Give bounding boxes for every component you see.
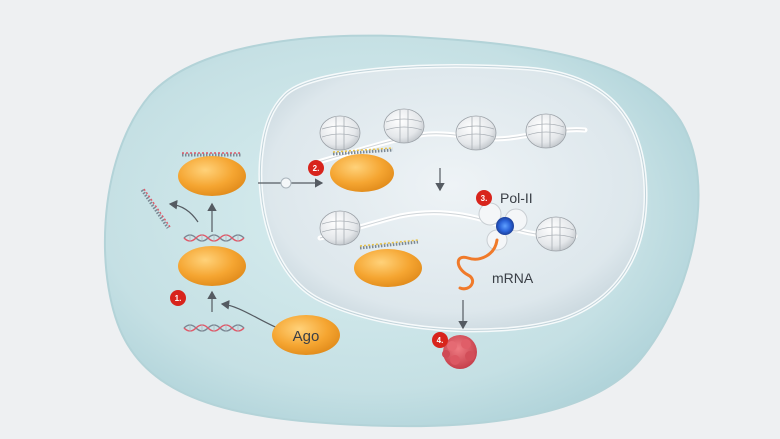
nucleus <box>258 64 648 333</box>
label-mrna: mRNA <box>492 270 534 286</box>
step-marker-4: 4. <box>432 332 448 348</box>
ago-complex-cytoplasm-upper <box>178 152 246 196</box>
nucleosome <box>455 115 497 151</box>
ago-free <box>272 315 340 355</box>
protein <box>442 335 477 369</box>
svg-text:1.: 1. <box>175 294 182 303</box>
nucleosome <box>535 216 577 252</box>
label-pol-ii: Pol-II <box>500 190 533 206</box>
step-marker-3: 3. <box>476 190 492 206</box>
mrna-strand <box>456 238 499 291</box>
svg-text:3.: 3. <box>481 194 488 203</box>
sirna-duplex-free <box>183 324 245 332</box>
svg-text:4.: 4. <box>437 336 444 345</box>
nucleosome <box>319 210 361 246</box>
nucleosome <box>319 115 361 151</box>
ago-complex-nuclear-lower <box>354 239 422 287</box>
label-ago: Ago <box>293 328 320 345</box>
arrow-passenger-release <box>168 199 199 223</box>
svg-text:2.: 2. <box>313 164 320 173</box>
ago-complex-nuclear-upper <box>330 147 394 192</box>
step-marker-1: 1. <box>170 290 186 306</box>
nuclear-pore <box>280 177 292 189</box>
ago-complex-cytoplasm-middle <box>178 246 246 286</box>
nucleosome <box>525 113 567 149</box>
step-marker-2: 2. <box>308 160 324 176</box>
sirna-duplex-loaded <box>183 234 245 242</box>
nucleosome <box>383 108 425 144</box>
